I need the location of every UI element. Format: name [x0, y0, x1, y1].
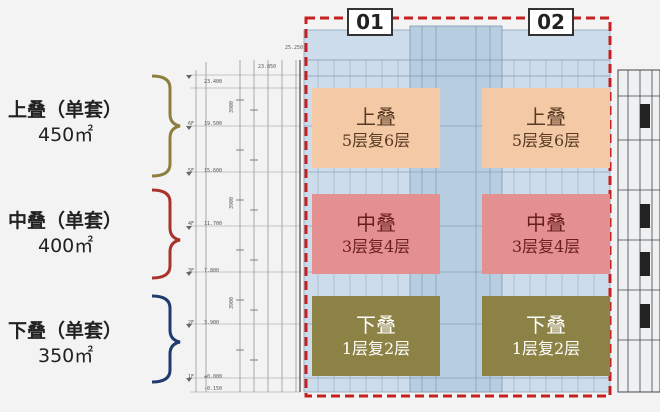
- floor-mark: 2F: [188, 320, 195, 326]
- unit-floors: 5层复6层: [341, 131, 411, 150]
- unit-floors: 3层复4层: [341, 237, 411, 256]
- unit-02-upper: 上叠 5层复6层: [482, 88, 610, 168]
- unit-name: 中叠: [526, 211, 566, 235]
- unit-name: 中叠: [356, 211, 396, 235]
- brace-middle: [151, 188, 181, 280]
- dimension-text: 3900: [229, 100, 236, 114]
- unit-name: 下叠: [526, 313, 566, 337]
- level-label: 7.800: [204, 268, 220, 274]
- unit-floors: 3层复4层: [511, 237, 581, 256]
- tier-title-lower: 下叠（单套）: [8, 320, 123, 342]
- level-label: 11.700: [204, 221, 223, 227]
- tier-title-middle: 中叠（单套）: [8, 210, 123, 232]
- level-label: 3.900: [204, 320, 220, 326]
- dimension-lines: [186, 60, 300, 393]
- level-label: ±0.000: [204, 374, 223, 380]
- floor-mark: 5F: [188, 168, 195, 174]
- dashed-outline: [304, 16, 612, 398]
- column-label-02: 02: [528, 8, 574, 36]
- tier-area-lower: 350㎡: [38, 345, 94, 367]
- unit-name: 上叠: [356, 105, 396, 129]
- floor-mark: 6F: [188, 121, 195, 127]
- unit-name: 上叠: [526, 105, 566, 129]
- level-label: 19.500: [204, 121, 223, 127]
- unit-01-middle: 中叠 3层复4层: [312, 194, 440, 274]
- dimension-text: 3900: [229, 196, 236, 210]
- unit-02-middle: 中叠 3层复4层: [482, 194, 610, 274]
- tier-area-upper: 450㎡: [38, 124, 94, 146]
- tier-area-middle: 400㎡: [38, 235, 94, 257]
- level-label: 25.250: [285, 45, 304, 51]
- dimension-text: 3900: [229, 296, 236, 310]
- level-label: 23.850: [258, 64, 277, 70]
- brace-bottom: [151, 294, 181, 384]
- level-label: -0.150: [204, 386, 223, 392]
- column-label-01: 01: [347, 8, 393, 36]
- level-label: 15.600: [204, 168, 223, 174]
- brace-top: [151, 74, 181, 178]
- floor-mark: 1F: [188, 374, 195, 380]
- floor-mark: 4F: [188, 221, 195, 227]
- unit-floors: 1层复2层: [341, 339, 411, 358]
- unit-01-upper: 上叠 5层复6层: [312, 88, 440, 168]
- unit-floors: 1层复2层: [511, 339, 581, 358]
- tier-title-upper: 上叠（单套）: [8, 99, 123, 121]
- level-label: 23.400: [204, 79, 223, 85]
- unit-floors: 5层复6层: [511, 131, 581, 150]
- unit-01-lower: 下叠 1层复2层: [312, 296, 440, 376]
- unit-02-lower: 下叠 1层复2层: [482, 296, 610, 376]
- unit-name: 下叠: [356, 313, 396, 337]
- floor-mark: 3F: [188, 268, 195, 274]
- adjacent-building: [617, 69, 660, 393]
